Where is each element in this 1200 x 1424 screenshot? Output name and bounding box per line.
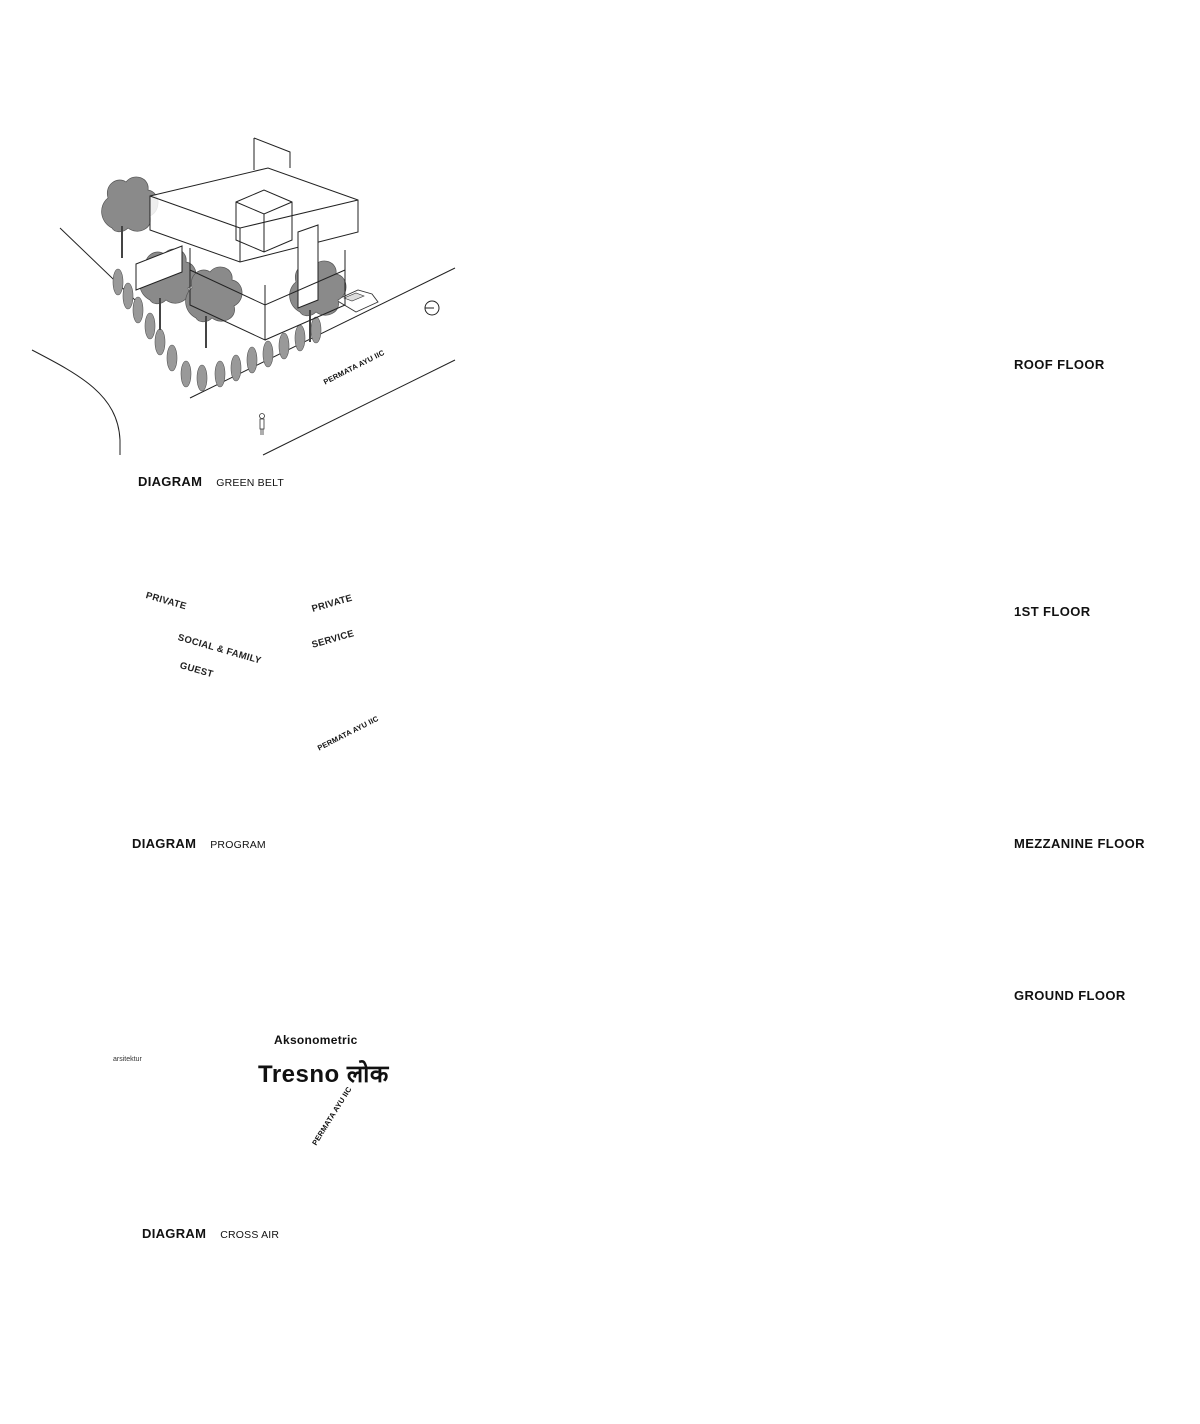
project-title: Tresno लोक	[258, 1061, 389, 1088]
floor-label-roof: ROOF FLOOR	[1014, 357, 1105, 372]
logo-subtitle: arsitektur	[113, 1056, 142, 1063]
diagram-name: CROSS AIR	[220, 1229, 280, 1241]
diagram-caption-program: DIAGRAM PROGRAM	[132, 836, 266, 851]
diagram-caption-cross-air: DIAGRAM CROSS AIR	[142, 1226, 279, 1241]
floor-label-mezzanine: MEZZANINE FLOOR	[1014, 836, 1145, 851]
diagram-name: PROGRAM	[210, 839, 266, 851]
diagram-caption-green-belt: DIAGRAM GREEN BELT	[138, 474, 284, 489]
diagram-label: DIAGRAM	[142, 1226, 207, 1241]
diagram-name: GREEN BELT	[216, 477, 284, 489]
diagram-label: DIAGRAM	[132, 836, 197, 851]
diagram-label: DIAGRAM	[138, 474, 203, 489]
diagram-green-belt	[31, 137, 456, 456]
floor-label-first: 1ST FLOOR	[1014, 604, 1091, 619]
floor-label-ground: GROUND FLOOR	[1014, 988, 1126, 1003]
drawing-subtitle: Aksonometric	[274, 1033, 358, 1047]
